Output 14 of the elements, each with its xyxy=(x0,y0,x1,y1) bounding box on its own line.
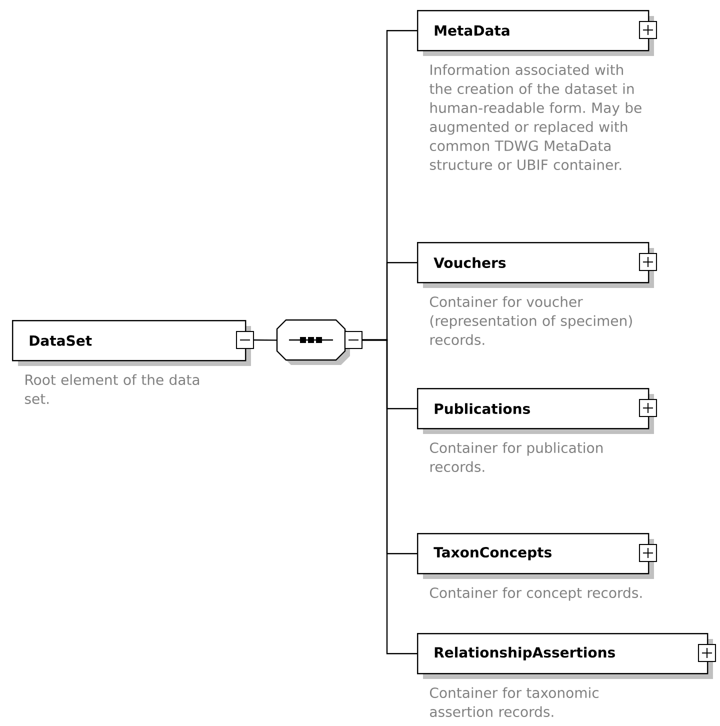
element-box: DataSet xyxy=(12,320,251,366)
description-text: Information associated with the creation of the dataset in human-readable form. May be augmented or replaced with common TDWG MetaData structure or UBIF container. xyxy=(430,64,642,170)
description-text: Container for taxonomic assertion records. xyxy=(430,687,598,718)
description-text: Container for voucher (representation of specimen) records. xyxy=(430,296,632,346)
element-box: Publications xyxy=(417,388,654,434)
description-text: Container for publication records. xyxy=(430,442,603,472)
connector-line xyxy=(254,339,277,341)
element-box: RelationshipAssertions xyxy=(417,633,713,679)
element-box: Vouchers xyxy=(417,242,654,288)
connector-line xyxy=(362,339,417,654)
description-text: Root element of the data set. xyxy=(24,374,200,404)
element-box: TaxonConcepts xyxy=(417,533,654,579)
description-text: Container for concept records. xyxy=(430,587,642,601)
element-box: MetaData xyxy=(417,10,654,56)
